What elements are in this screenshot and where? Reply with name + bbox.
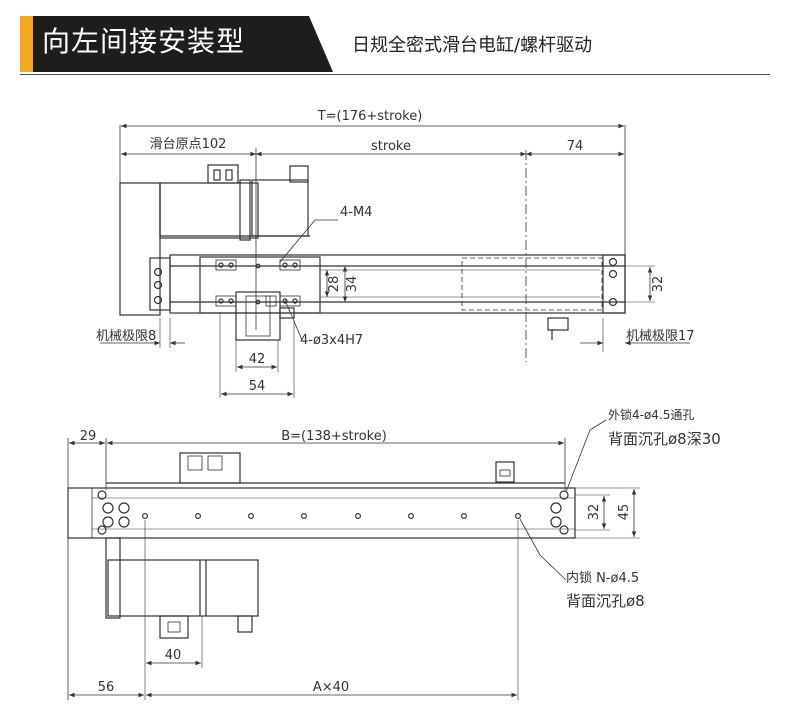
slider-carriage bbox=[199, 256, 321, 314]
leader-outer-lock bbox=[565, 419, 607, 493]
motor-connector-lower bbox=[159, 615, 189, 639]
mount-bracket bbox=[235, 291, 281, 341]
page-title: 向左间接安装型 bbox=[42, 25, 246, 58]
coupling-housing bbox=[251, 179, 309, 237]
label-45: 45 bbox=[617, 504, 632, 521]
label-origin: 滑台原点102 bbox=[150, 137, 227, 152]
leader-tapped bbox=[279, 219, 338, 263]
title-banner bbox=[33, 16, 333, 72]
label-32-top: 32 bbox=[651, 276, 666, 293]
motor-body bbox=[159, 182, 259, 239]
header: 向左间接安装型 日规全密式滑台电缸/螺杆驱动 bbox=[0, 0, 790, 80]
leader-inner-lock bbox=[519, 518, 567, 581]
label-holes: 4-ø3x4H7 bbox=[300, 333, 363, 348]
label-outer-lock-2: 背面沉孔ø8深30 bbox=[608, 430, 721, 448]
rail-body bbox=[169, 254, 626, 314]
motor-end-block bbox=[119, 182, 161, 316]
top-view-labels: T=(176+stroke) 滑台原点102 stroke 74 4-M4 28… bbox=[96, 109, 695, 394]
label-overall-t: T=(176+stroke) bbox=[317, 109, 423, 124]
title-accent-bar bbox=[20, 16, 33, 72]
label-overall-b: B=(138+stroke) bbox=[281, 429, 387, 444]
label-end-74: 74 bbox=[567, 139, 584, 154]
leader-holes bbox=[284, 299, 303, 341]
motor-connector bbox=[207, 164, 239, 184]
motor-lower bbox=[107, 559, 259, 617]
label-inner-lock-2: 背面沉孔ø8 bbox=[566, 592, 645, 610]
label-stroke: stroke bbox=[371, 139, 411, 154]
end-sensor bbox=[495, 461, 515, 483]
label-tapped: 4-M4 bbox=[340, 205, 372, 220]
label-42: 42 bbox=[249, 352, 266, 367]
label-pitch: A×40 bbox=[313, 680, 349, 695]
top-view bbox=[100, 123, 690, 398]
label-outer-lock-1: 外锁4-ø4.5通孔 bbox=[608, 407, 694, 422]
label-40: 40 bbox=[165, 648, 182, 663]
base-plate bbox=[67, 487, 576, 539]
limit-sensor bbox=[547, 317, 569, 331]
label-56: 56 bbox=[98, 680, 115, 695]
label-34: 34 bbox=[345, 276, 360, 293]
bottom-view bbox=[67, 419, 640, 700]
label-inner-lock-1: 内锁 N-ø4.5 bbox=[566, 570, 639, 586]
label-limit-right: 机械极限17 bbox=[626, 329, 695, 344]
label-32-bottom: 32 bbox=[587, 504, 602, 521]
label-54: 54 bbox=[249, 379, 266, 394]
bottom-view-labels: 29 B=(138+stroke) 外锁4-ø4.5通孔 背面沉孔ø8深30 3… bbox=[80, 407, 721, 695]
label-29: 29 bbox=[80, 429, 97, 444]
header-divider bbox=[20, 74, 770, 75]
sensor-connector bbox=[289, 165, 309, 183]
page-subtitle: 日规全密式滑台电缸/螺杆驱动 bbox=[352, 35, 593, 56]
label-limit-left: 机械极限8 bbox=[96, 329, 156, 344]
label-28: 28 bbox=[327, 276, 342, 293]
top-cover bbox=[179, 452, 241, 484]
